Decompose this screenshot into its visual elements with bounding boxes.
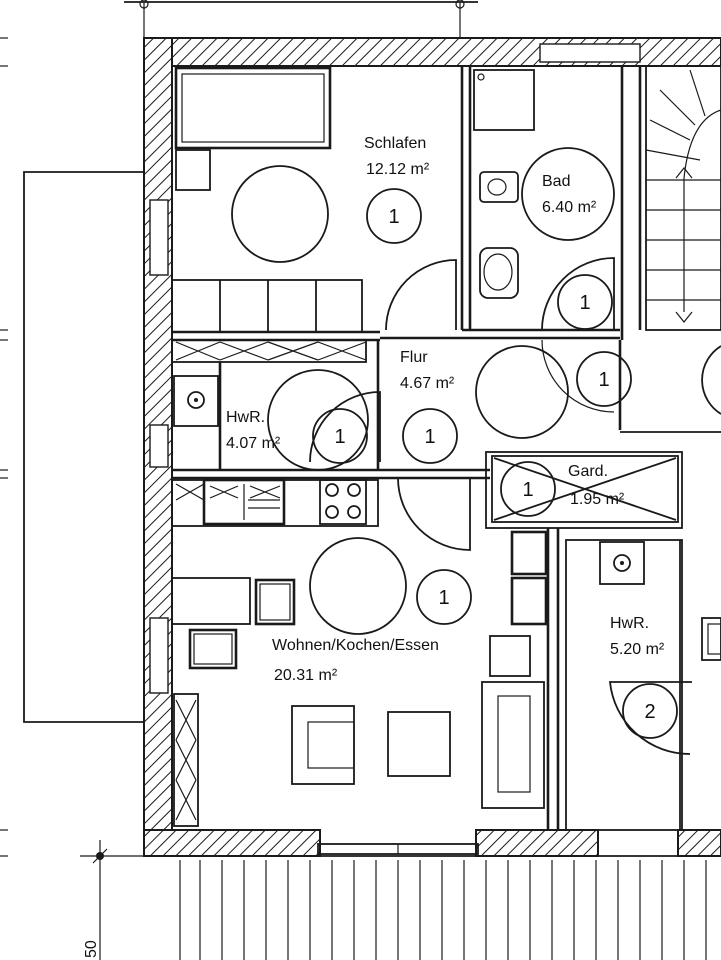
marker-garderobe: 1 — [500, 461, 556, 517]
room-area-schlafen: 12.12 m² — [366, 161, 430, 178]
staircase — [645, 65, 721, 331]
window-left-3 — [149, 617, 169, 694]
marker-label: 2 — [644, 701, 655, 723]
circle-turning — [231, 165, 329, 263]
furniture-kitchen — [171, 478, 379, 527]
furniture-hwr-left — [171, 339, 369, 471]
window-top — [539, 43, 641, 63]
fridge-box — [489, 635, 531, 677]
cooktop — [319, 479, 367, 525]
marker-label: 1 — [388, 206, 399, 228]
room-area-garderobe: 1.95 m² — [570, 491, 625, 508]
door-bad — [541, 257, 615, 331]
room-area-wohnen: 20.31 m² — [274, 667, 338, 684]
marker-bad: 1 — [557, 274, 613, 330]
chair — [188, 628, 238, 670]
furniture-schlafen — [171, 66, 363, 333]
wall-bottom-right — [677, 829, 721, 857]
washbasin — [479, 171, 519, 203]
room-area-bad: 6.40 m² — [542, 199, 597, 216]
room-name-wohnen: Wohnen/Kochen/Essen — [272, 637, 439, 654]
doors — [309, 257, 692, 755]
wall-bottom-left — [143, 829, 321, 857]
furniture-wohnen — [171, 530, 548, 827]
room-area-flur: 4.67 m² — [400, 375, 455, 392]
tall-cabinet — [173, 693, 199, 827]
marker-schlafen: 1 — [366, 188, 422, 244]
shower — [473, 69, 535, 131]
room-name-schlafen: Schlafen — [364, 135, 426, 152]
door-schlafen — [385, 259, 457, 331]
side-board — [171, 577, 251, 625]
room-labels: Schlafen 12.12 m² Bad 6.40 m² Flur 4.67 … — [83, 135, 665, 958]
room-name-garderobe: Gard. — [568, 463, 608, 480]
marker-label: 1 — [424, 426, 435, 448]
toilet — [479, 247, 519, 299]
wardrobe-schlafen — [171, 279, 363, 333]
furniture-bad — [473, 69, 615, 299]
armchair — [291, 705, 355, 785]
site-context — [0, 0, 478, 857]
sofa — [481, 681, 545, 809]
marker-label: 1 — [334, 426, 345, 448]
stacked-units — [510, 530, 548, 576]
marker-label: 1 — [438, 587, 449, 609]
terrace — [80, 840, 721, 960]
marker-flur: 1 — [402, 408, 458, 464]
room-name-bad: Bad — [542, 173, 570, 190]
bed — [174, 66, 332, 150]
door-wohnen — [397, 477, 471, 551]
window-left-1 — [149, 199, 169, 276]
room-area-hwr-left: 4.07 m² — [226, 435, 281, 452]
balcony-outline — [23, 171, 144, 723]
room-name-hwr-left: HwR. — [226, 409, 265, 426]
window-left-2 — [149, 424, 169, 468]
room-area-hwr-right: 5.20 m² — [610, 641, 665, 658]
room-markers: 1 1 1 1 1 1 1 2 — [312, 188, 678, 739]
room-name-hwr-right: HwR. — [610, 615, 649, 632]
sink — [202, 478, 286, 526]
furniture-flur — [475, 345, 721, 439]
washing-machine-right — [599, 541, 645, 585]
furniture-garderobe — [491, 455, 679, 523]
marker-hwr-left: 1 — [312, 408, 368, 464]
room-name-flur: Flur — [400, 349, 428, 366]
furniture-hwr-right — [599, 541, 721, 661]
marker-wohnen: 1 — [416, 569, 472, 625]
stool — [254, 578, 296, 626]
shelf-crossed — [171, 339, 367, 363]
marker-stair-hall: 1 — [576, 351, 632, 407]
marker-label: 1 — [579, 292, 590, 314]
coffee-table — [387, 711, 451, 777]
wall-bottom-mid — [475, 829, 599, 857]
washing-machine — [173, 375, 219, 427]
door-hwr-right — [609, 681, 692, 755]
door-stair — [541, 339, 615, 413]
marker-label: 1 — [598, 369, 609, 391]
marker-hwr-right: 2 — [622, 683, 678, 739]
dimension-label: 50 — [83, 940, 100, 958]
nightstand — [175, 149, 211, 191]
marker-label: 1 — [522, 479, 533, 501]
